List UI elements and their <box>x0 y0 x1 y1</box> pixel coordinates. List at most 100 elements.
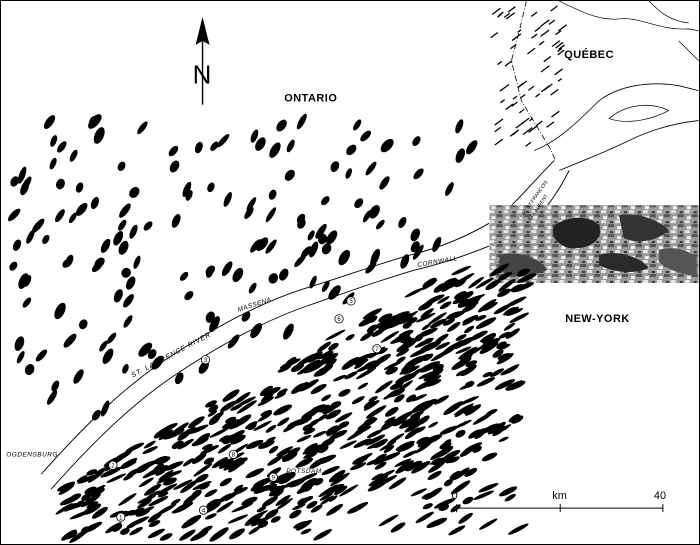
drumlin <box>106 473 127 483</box>
drumlin <box>284 169 295 181</box>
site-marker-number: 4 <box>202 508 206 514</box>
drumlin <box>100 466 122 478</box>
drumlin <box>22 297 32 308</box>
site-marker-circle <box>116 512 126 522</box>
drumlin <box>479 337 501 350</box>
site-marker-number: 2 <box>111 464 115 470</box>
drumlin <box>379 440 397 451</box>
drumlin <box>78 319 88 330</box>
drumlin <box>416 436 430 445</box>
drumlin <box>475 277 494 289</box>
lake-island <box>608 105 670 122</box>
lineation <box>499 99 506 104</box>
drumlin <box>268 485 286 497</box>
drumlin <box>499 486 518 497</box>
drumlin <box>146 490 162 499</box>
drumlin <box>312 430 327 438</box>
drumlin <box>363 400 375 409</box>
drumlin <box>135 460 158 471</box>
drumlin <box>247 422 257 431</box>
drumlin <box>68 212 77 224</box>
drumlin <box>421 375 442 387</box>
drumlin <box>410 410 424 419</box>
lineation <box>558 24 567 32</box>
drumlin <box>483 302 498 311</box>
drumlin <box>305 449 319 459</box>
drumlin <box>506 308 523 316</box>
drumlin <box>216 501 234 513</box>
drumlin <box>281 452 296 461</box>
lineation <box>517 29 522 33</box>
drumlin <box>404 464 416 472</box>
drumlin <box>244 206 254 220</box>
drumlin <box>385 406 399 417</box>
drumlin <box>296 113 307 130</box>
drumlin <box>459 445 476 457</box>
drumlin <box>198 361 209 374</box>
lineation <box>522 127 533 136</box>
drumlin <box>517 268 528 277</box>
drumlin <box>498 331 511 339</box>
lineation <box>540 85 550 93</box>
drumlin <box>426 294 445 304</box>
drumlin <box>508 413 520 423</box>
drumlin <box>505 296 527 308</box>
drumlin <box>404 287 424 298</box>
drumlin <box>275 495 291 506</box>
drumlin <box>233 392 251 405</box>
label-cornwall: CORNWALL <box>417 255 458 269</box>
drumlin <box>306 500 318 509</box>
lineation <box>505 12 516 20</box>
drumlin <box>307 230 315 241</box>
site-marker-circle <box>200 355 211 365</box>
drumlin <box>174 372 184 385</box>
lineation <box>540 29 550 37</box>
drumlin <box>80 493 101 508</box>
drumlin <box>439 301 452 310</box>
scale-start: 0 <box>452 490 458 502</box>
drumlin <box>497 288 511 298</box>
drumlin <box>153 430 165 439</box>
drumlin <box>511 282 535 293</box>
drumlin <box>322 280 330 292</box>
drumlin <box>125 442 145 453</box>
drumlin <box>330 161 340 173</box>
drumlin <box>321 243 332 255</box>
lineation <box>505 103 514 111</box>
site-marker-circle <box>372 344 382 354</box>
drumlin <box>353 438 372 448</box>
drumlin <box>363 360 377 369</box>
drumlin <box>300 528 312 535</box>
drumlin <box>450 504 461 513</box>
drumlin <box>326 503 344 516</box>
drumlin <box>276 119 287 132</box>
drumlin <box>273 404 293 416</box>
drumlin <box>168 145 179 157</box>
drumlin <box>350 462 367 471</box>
drumlin <box>479 341 499 354</box>
drumlin <box>334 412 353 423</box>
drumlin <box>137 121 148 135</box>
drumlin <box>465 404 481 416</box>
drumlin <box>351 396 365 405</box>
lineation <box>551 40 561 48</box>
drumlin <box>138 342 153 357</box>
drumlin <box>415 312 436 323</box>
drumlin <box>86 501 99 509</box>
drumlin <box>264 509 279 519</box>
drumlin <box>50 135 58 147</box>
lineation <box>548 19 556 25</box>
drumlin <box>318 404 331 413</box>
drumlin <box>333 485 348 495</box>
drumlin <box>464 325 475 334</box>
drumlin <box>462 315 479 324</box>
drumlin <box>451 265 472 276</box>
drumlin <box>286 139 295 153</box>
drumlin <box>403 365 420 375</box>
drumlin <box>163 461 184 471</box>
drumlin <box>347 502 369 514</box>
drumlin <box>396 348 410 357</box>
drumlin <box>404 419 425 433</box>
drumlin <box>496 353 514 365</box>
drumlin <box>233 484 244 492</box>
